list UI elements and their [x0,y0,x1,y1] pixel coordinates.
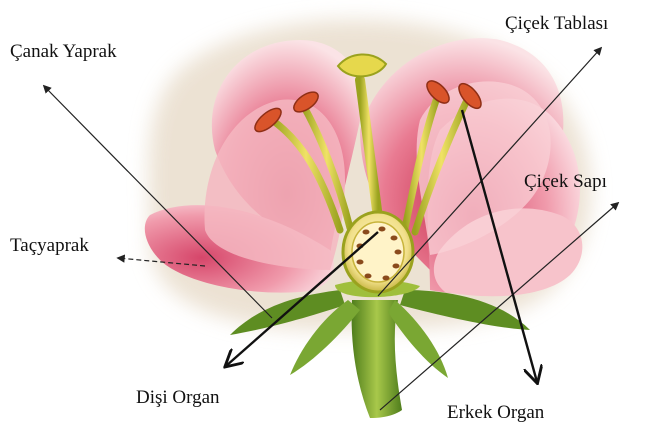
petal-label: Taçyaprak [10,236,89,255]
stem-label: Çiçek Sapı [524,172,607,191]
pistil-label: Dişi Organ [136,388,220,407]
stamen-label: Erkek Organ [447,403,544,422]
receptacle-label: Çiçek Tablası [505,14,608,33]
sepal-label: Çanak Yaprak [10,42,117,61]
